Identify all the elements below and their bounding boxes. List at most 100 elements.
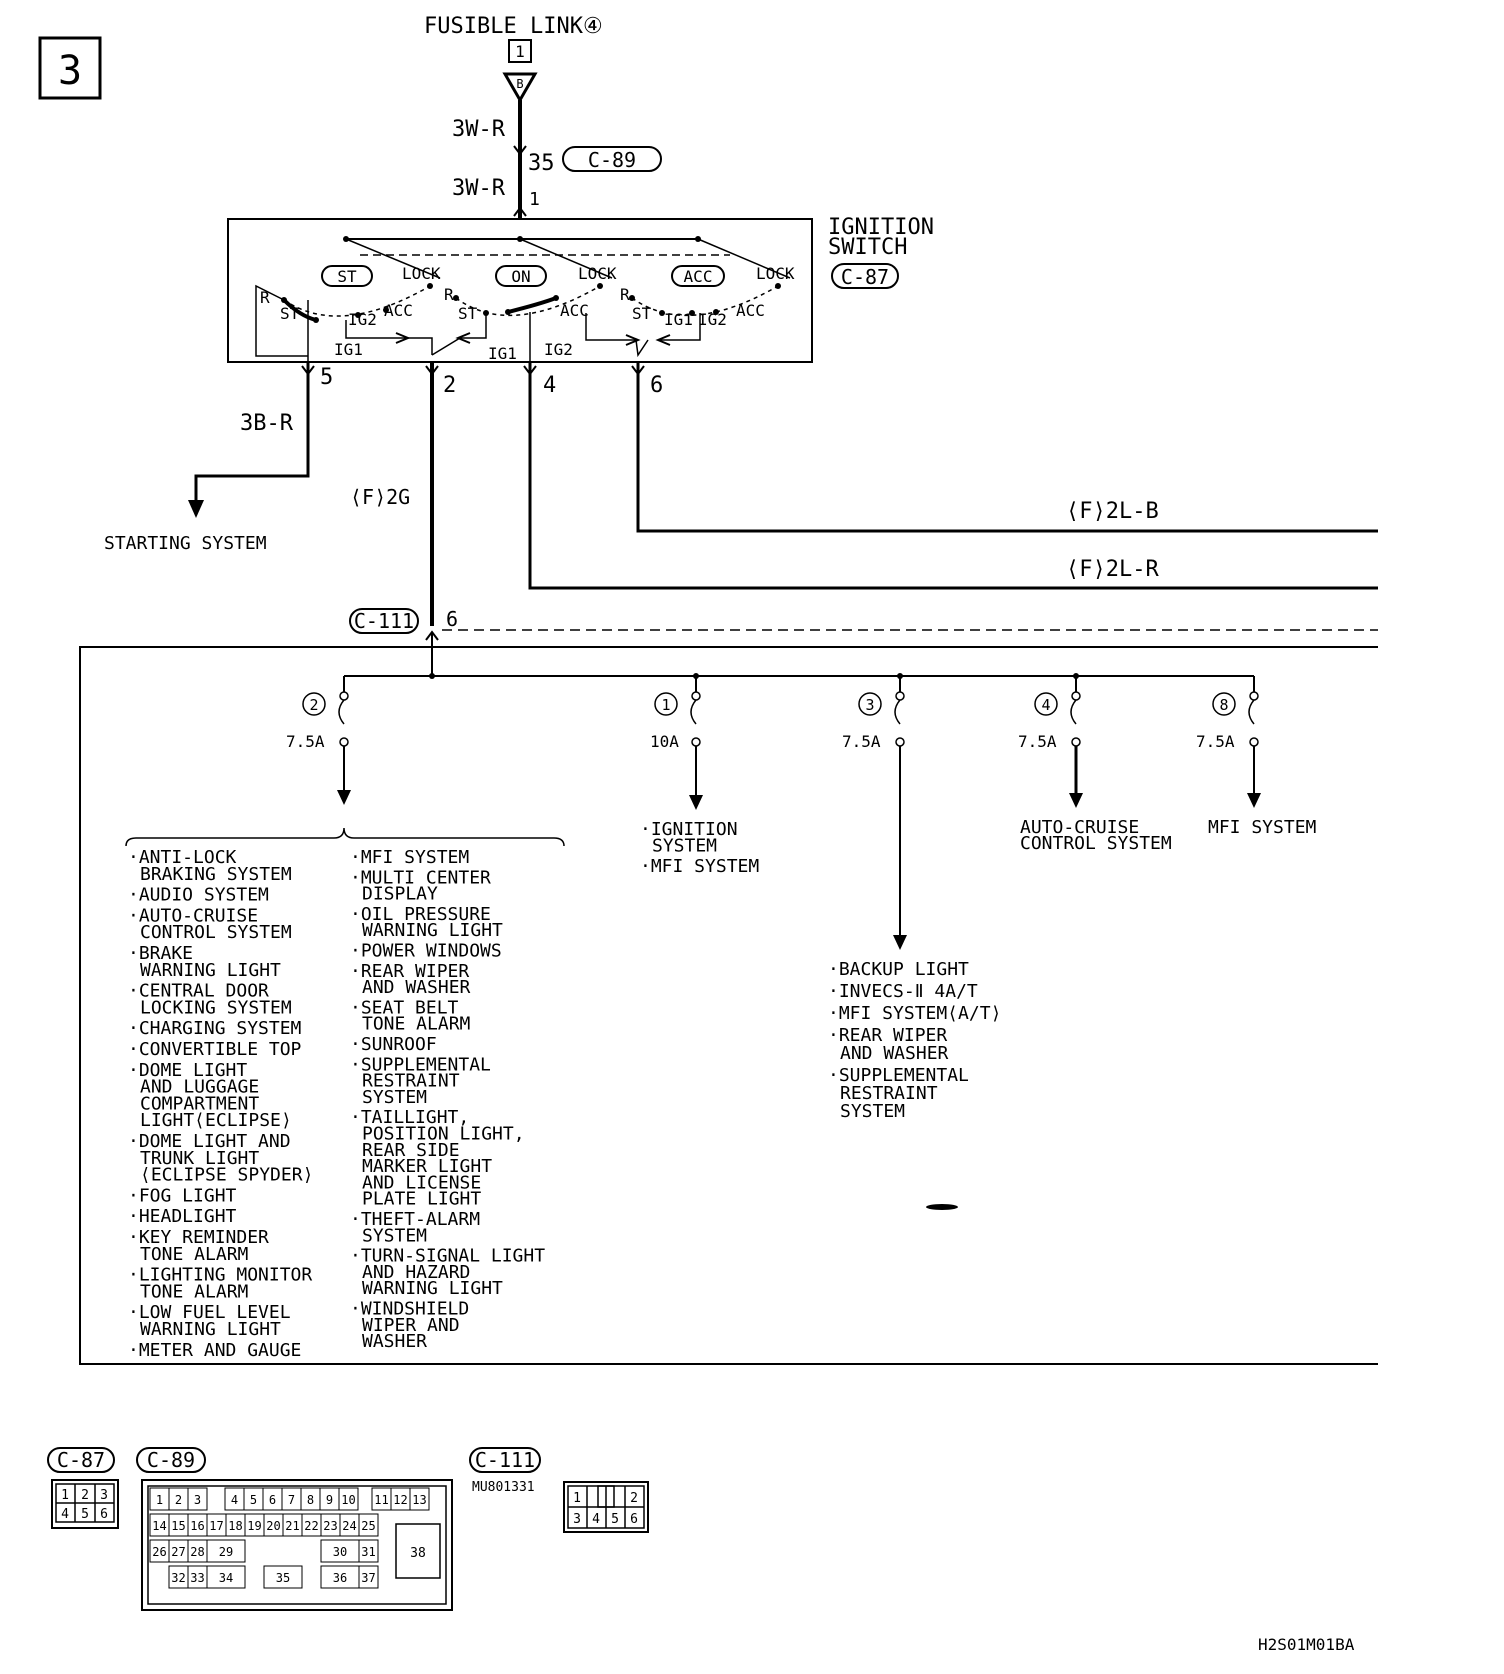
route-r <box>255 284 308 357</box>
arrow-icon <box>655 334 671 346</box>
fuse-2-item-text: WARNING LIGHT <box>140 960 281 981</box>
c89-pin-label: 36 <box>333 1571 347 1585</box>
fuse-2-item-text: ·TURN-SIGNAL LIGHT <box>350 1246 545 1267</box>
c89-pin-label: 2 <box>175 1493 182 1507</box>
fuse-2-item-text: ·MULTI CENTER <box>350 867 491 888</box>
c89-pin-label: 30 <box>333 1545 347 1559</box>
page-number: 3 <box>58 48 82 94</box>
fuse-2-item-text: WARNING LIGHT <box>140 1319 281 1340</box>
label-ig2-b: IG2 <box>544 340 573 359</box>
fuse-2-item-text: WIPER AND <box>362 1315 460 1336</box>
fuse-4-item-text: AUTO-CRUISE <box>1020 817 1139 838</box>
label-ig1-b: IG1 <box>488 344 517 363</box>
c111-label: C-111 <box>354 609 414 633</box>
c111-pin-label: 2 <box>630 1491 638 1506</box>
fuse-box-outline <box>79 646 1378 1365</box>
c87-bottom-label: C-87 <box>57 1448 105 1472</box>
fuse-3-rating: 7.5A <box>842 732 881 751</box>
fuse-2-item-text: COMPARTMENT <box>140 1093 259 1114</box>
mode-st-tag <box>321 265 373 287</box>
fuse-2-item-text: DISPLAY <box>362 884 438 905</box>
fuse-2-item-text: SYSTEM <box>362 1225 427 1246</box>
c87-bottom-tag <box>47 1447 115 1473</box>
fuse-2-item-text: ·CENTRAL DOOR <box>128 981 269 1002</box>
wire-f2lr <box>528 362 1378 590</box>
fuse-4-number-circle <box>1034 692 1058 716</box>
route-ig1-right <box>431 313 487 356</box>
fuse-2-item-text: BRAKING SYSTEM <box>140 864 292 885</box>
fuse-2-item-text: ·DOME LIGHT AND <box>128 1131 291 1152</box>
starting-system-label: STARTING SYSTEM <box>104 533 267 554</box>
list-brace <box>125 827 565 847</box>
fuse-2-item-text: ·SEAT BELT <box>350 997 459 1018</box>
arrow-icon <box>455 332 471 344</box>
c89-bottom-label: C-89 <box>147 1448 195 1472</box>
c89-pin-label: 1 <box>156 1493 163 1507</box>
fusible-link-label: FUSIBLE LINK④ <box>424 14 603 39</box>
contact-arc-on-active <box>507 296 557 314</box>
fuse-8-item-text: MFI SYSTEM <box>1208 817 1317 838</box>
fuse-4-rating: 7.5A <box>1018 732 1057 751</box>
label-st-3: ST <box>632 304 652 323</box>
fuse-2-rating: 7.5A <box>286 732 325 751</box>
part-number: MU801331 <box>472 1480 535 1495</box>
connector-mark-icon <box>513 145 527 156</box>
pin-sw-6: 6 <box>650 373 663 398</box>
fuse-3-item-text: ·INVECS-Ⅱ 4A/T <box>828 981 978 1002</box>
c87-pin-label: 1 <box>61 1488 69 1503</box>
c89-pin-label: 28 <box>190 1545 204 1559</box>
label-acc-2: ACC <box>560 301 589 320</box>
fuse-2-item-text: ·FOG LIGHT <box>128 1185 237 1206</box>
fuse-3 <box>893 676 907 950</box>
c89-pin-label: 17 <box>209 1519 223 1533</box>
fuse-3-number: 3 <box>865 696 874 714</box>
fuse-2-item-text: MARKER LIGHT <box>362 1156 492 1177</box>
fuse-2-item-text: ·BRAKE <box>128 943 193 964</box>
fuse-2-number-circle <box>302 692 326 716</box>
fuse-2-item-text: AND LICENSE <box>362 1172 481 1193</box>
fuse-2-item-text: ·SUPPLEMENTAL <box>350 1054 491 1075</box>
fusible-link-terminal-icon <box>502 72 538 104</box>
label-ig2-3: IG2 <box>698 310 727 329</box>
label-st-2: ST <box>458 304 478 323</box>
mode-acc-tag <box>671 265 725 287</box>
c89-pin-label: 14 <box>152 1519 166 1533</box>
c89-cavity <box>206 1565 246 1589</box>
c89-pin-label: 24 <box>342 1519 356 1533</box>
c89-cavity <box>409 1487 430 1511</box>
fuse-2-item-text: ⟨ECLIPSE SPYDER⟩ <box>140 1165 313 1186</box>
c89-bottom-tag <box>136 1447 206 1473</box>
fuse-2-item-text: WARNING LIGHT <box>362 1278 503 1299</box>
fuse-8-number-circle <box>1212 692 1236 716</box>
fuse-1-item-text: ·MFI SYSTEM <box>640 856 759 877</box>
c89-cavity <box>338 1487 359 1511</box>
fuse-3-list: ·BACKUP LIGHT·INVECS-Ⅱ 4A/T·MFI SYSTEM⟨A… <box>828 959 1001 1122</box>
c89-pin-label: 11 <box>374 1493 388 1507</box>
c87-pin-label: 3 <box>100 1488 108 1503</box>
c111-pin-label: 6 <box>630 1512 638 1527</box>
c89-pin-label: 9 <box>326 1493 333 1507</box>
mode-acc: ACC <box>684 267 713 286</box>
fuse-2-item-text: ·WINDSHIELD <box>350 1299 469 1320</box>
mode-on-tag <box>495 265 547 287</box>
label-st-1: ST <box>280 304 300 323</box>
contact-dots <box>281 283 781 323</box>
fuse-2-item-text: ·MFI SYSTEM <box>350 847 469 868</box>
lock-link <box>697 238 791 279</box>
wire-starting <box>194 362 310 508</box>
c89-pin-label: 35 <box>276 1571 290 1585</box>
wire-label-start: 3B-R <box>240 411 294 436</box>
mode-st: ST <box>337 267 357 286</box>
route-merge <box>406 337 433 355</box>
c111-pin-label: 3 <box>573 1512 581 1527</box>
pin-sw-2: 2 <box>443 373 456 398</box>
fuse-4-item-text: CONTROL SYSTEM <box>1020 833 1172 854</box>
fuse-2-item-text: POSITION LIGHT, <box>362 1124 525 1145</box>
label-r-2: R <box>444 285 454 304</box>
fuse-2-item-text: AND LUGGAGE <box>140 1077 259 1098</box>
c87-pin-label: 5 <box>81 1507 89 1522</box>
fuse-2-item-text: WARNING LIGHT <box>362 920 503 941</box>
